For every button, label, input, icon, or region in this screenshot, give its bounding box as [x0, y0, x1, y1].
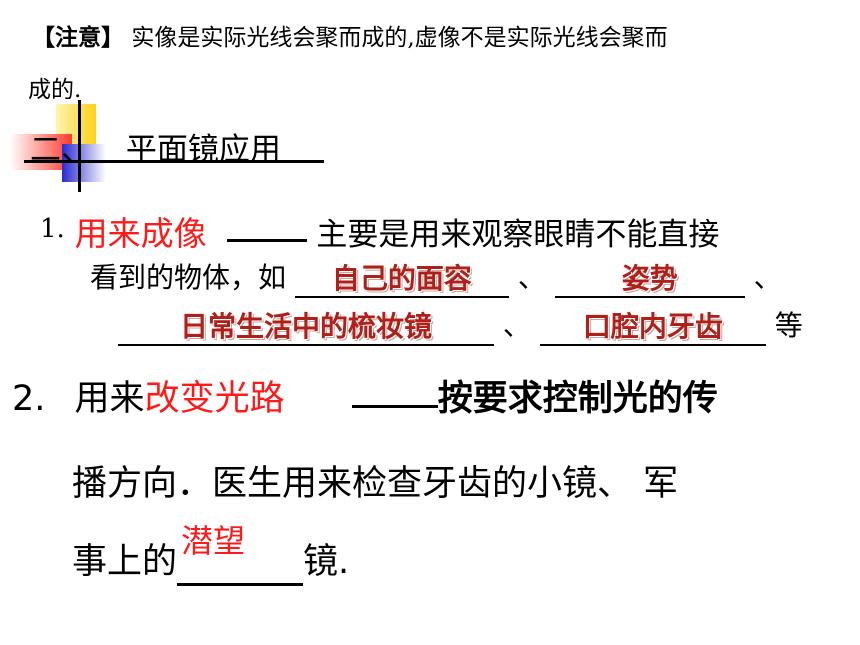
section-title: 平面镜应用 — [125, 132, 281, 168]
item-1-line-1: 1. 用来成像 主要是用来观察眼睛不能直接 — [40, 208, 719, 256]
bullet-decoration-icon — [10, 100, 324, 200]
item-2-desc: 按要求控制光的传 — [437, 379, 718, 419]
item-2-number: 2. — [12, 379, 46, 419]
dash-rule — [351, 404, 438, 408]
item-2-line3-prefix: 事上的 — [72, 542, 178, 582]
item-2-answer: 潜望 — [181, 522, 246, 560]
section-number: 二、 — [30, 132, 92, 168]
item-1-suffix: 等 — [774, 309, 803, 342]
answer-blank-4: 口腔内牙齿 — [539, 310, 766, 346]
note-text-1: 实像是实际光线会聚而成的,虚像不是实际光线会聚而 — [131, 25, 668, 51]
note-tag: 【注意】 — [32, 24, 124, 51]
note-line-1: 【注意】 实像是实际光线会聚而成的,虚像不是实际光线会聚而 — [32, 20, 668, 56]
answer-blank-2: 姿势 — [554, 262, 745, 298]
answer-blank-3: 日常生活中的梳妆镜 — [118, 310, 494, 346]
item-2-term: 改变光路 — [144, 379, 285, 419]
item-2-line3-suffix: 镜. — [303, 542, 350, 582]
item-1-line-2: 看到的物体，如 自己的面容 、 姿势 、 — [90, 258, 782, 298]
item-2-line-2: 播方向．医生用来检查牙齿的小镜、 军 — [72, 464, 679, 504]
separator: 、 — [502, 309, 531, 342]
dash-rule — [226, 239, 307, 242]
answer-blank-1: 自己的面容 — [294, 262, 509, 298]
note-line-2: 成的. — [28, 77, 82, 103]
item-1-term: 用来成像 — [74, 214, 207, 253]
vertical-rule — [78, 100, 81, 192]
item-2-line-1: 2. 用来改变光路 按要求控制光的传 — [12, 375, 718, 423]
section-heading: 二、 平面镜应用 — [30, 130, 281, 170]
item-1-desc: 主要是用来观察眼睛不能直接 — [316, 217, 720, 253]
item-1-number: 1. — [40, 214, 65, 244]
blue-square — [62, 144, 106, 182]
answer-blank-5: 潜望 — [177, 522, 304, 586]
red-square — [10, 134, 72, 170]
item-2-prefix: 用来 — [74, 379, 145, 419]
horizontal-rule — [24, 160, 324, 163]
separator: 、 — [517, 261, 546, 294]
separator: 、 — [753, 261, 782, 294]
item-1-line-3: 日常生活中的梳妆镜 、 口腔内牙齿 等 — [118, 306, 803, 346]
item-1-prefix: 看到的物体，如 — [90, 261, 287, 294]
item-2-line-3: 事上的潜望镜. — [72, 522, 350, 586]
